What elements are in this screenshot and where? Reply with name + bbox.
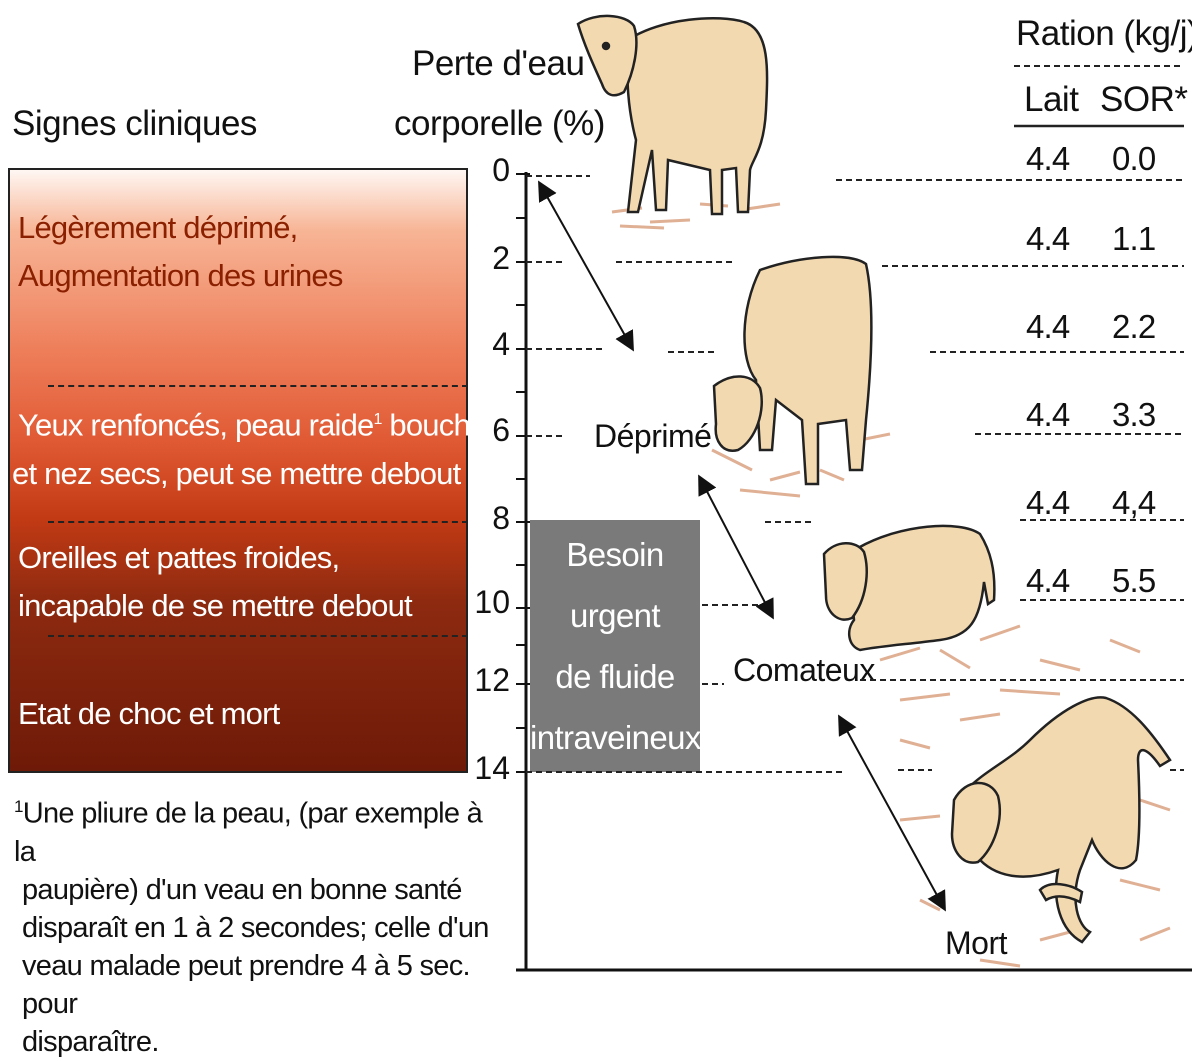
ration-lait-3: 4.4 <box>1026 396 1070 433</box>
ration-sor-2: 2.2 <box>1112 308 1156 345</box>
calf-depressed-icon <box>712 255 873 486</box>
footnote: 1Une pliure de la peau, (par exemple à l… <box>14 797 489 1058</box>
tick-4: 4 <box>492 326 510 362</box>
sign-divider <box>48 635 468 637</box>
arrow-comatose-to-death <box>838 714 946 912</box>
sign-2-line1: Yeux renfoncés, peau raide1 bouche <box>18 407 487 443</box>
state-deprime: Déprimé <box>594 418 712 454</box>
clinical-signs-title: Signes cliniques <box>12 104 257 143</box>
tick-8: 8 <box>492 500 510 536</box>
ration-sor-1: 1.1 <box>1112 220 1156 257</box>
transition-arrows <box>538 180 946 912</box>
ration-lait-4: 4.4 <box>1026 484 1070 521</box>
calf-lying-icon <box>822 524 996 652</box>
sign-3-line1: Oreilles et pattes froides, <box>18 540 340 575</box>
ration-lait-5: 4.4 <box>1026 562 1070 599</box>
calf-collapsed-icon <box>950 696 1172 944</box>
tick-12: 12 <box>474 662 510 698</box>
state-mort: Mort <box>945 925 1008 961</box>
axis-title-line2: corporelle (%) <box>394 104 605 143</box>
sign-2-line2: et nez secs, peut se mettre debout <box>12 456 461 491</box>
tick-0: 0 <box>492 152 510 188</box>
tick-14: 14 <box>474 750 510 786</box>
sign-1-line1: Légèrement déprimé, <box>18 210 298 245</box>
ration-lait-1: 4.4 <box>1026 220 1070 257</box>
sign-1-line2: Augmentation des urines <box>18 258 343 293</box>
axis-title-line1: Perte d'eau <box>412 44 585 83</box>
ration-sor-5: 5.5 <box>1112 562 1156 599</box>
ration-sor-0: 0.0 <box>1112 140 1156 177</box>
urgent-iv-fluid-box: Besoin urgent de fluide intraveineux <box>530 520 701 772</box>
sign-divider <box>48 521 468 523</box>
arrow-normal-to-depressed <box>538 180 634 352</box>
ration-sor-4: 4,4 <box>1112 484 1156 521</box>
tick-6: 6 <box>492 412 510 448</box>
state-comateux: Comateux <box>733 652 875 688</box>
clinical-signs-panel: Légèrement déprimé, Augmentation des uri… <box>8 168 487 773</box>
sign-divider <box>48 385 468 387</box>
ration-col-sor: SOR* <box>1100 80 1188 119</box>
tick-2: 2 <box>492 240 510 276</box>
ration-col-lait: Lait <box>1024 80 1079 119</box>
ration-lait-0: 4.4 <box>1026 140 1070 177</box>
tick-10: 10 <box>474 584 510 620</box>
level-lines <box>526 175 1184 773</box>
arrow-depressed-to-comatose <box>698 474 774 620</box>
diagram-graphics <box>516 14 1192 972</box>
y-axis-ticks <box>516 173 530 773</box>
ration-sor-3: 3.3 <box>1112 396 1156 433</box>
sign-4: Etat de choc et mort <box>18 696 280 731</box>
ration-header: Ration (kg/j) <box>1016 14 1192 53</box>
sign-3-line2: incapable de se mettre debout <box>18 588 413 623</box>
ration-lait-2: 4.4 <box>1026 308 1070 345</box>
calf-standing-icon <box>576 14 769 216</box>
